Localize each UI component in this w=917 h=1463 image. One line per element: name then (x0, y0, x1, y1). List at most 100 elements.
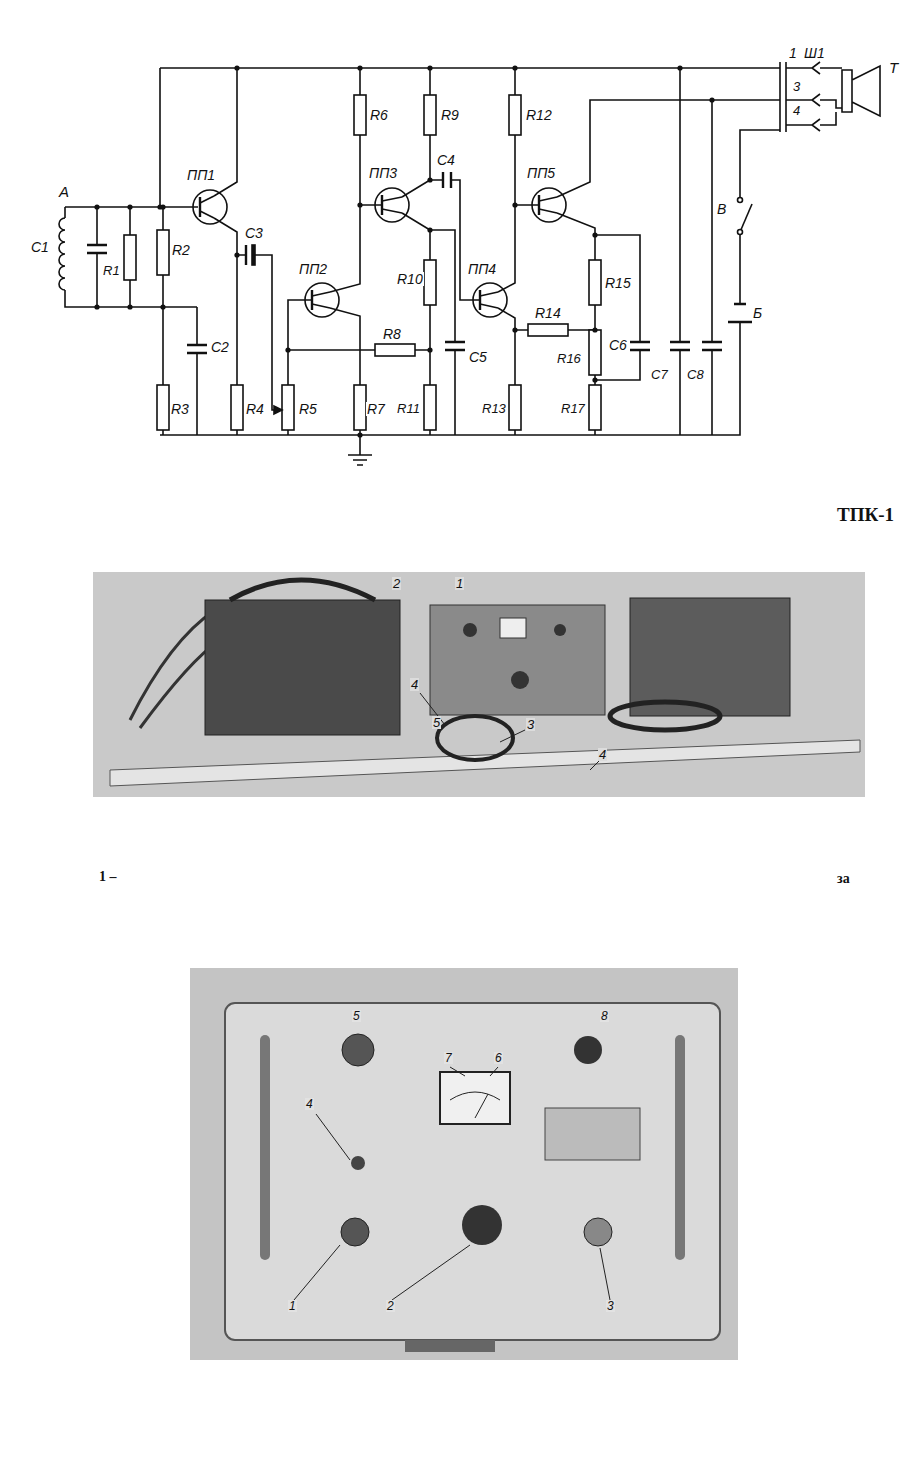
headphones (437, 716, 513, 760)
junction-dot (592, 377, 597, 382)
resistor-symbol (157, 385, 169, 430)
junction-dots (94, 65, 714, 437)
photo-ground (93, 572, 865, 797)
resistor-symbol (509, 95, 521, 135)
resistor-symbol (528, 324, 568, 336)
junction-dot (427, 347, 432, 352)
transistor-symbol (479, 290, 481, 310)
component-label: R4 (245, 402, 265, 416)
component-label: Б (752, 306, 763, 320)
component-label: 3 (792, 80, 801, 93)
switch-knob (584, 1218, 612, 1246)
resistor-symbol (354, 385, 366, 430)
component-label: C1 (30, 240, 50, 254)
switch-knob (341, 1218, 369, 1246)
component-label: R17 (560, 402, 586, 415)
wire (65, 68, 780, 455)
component-label: C2 (210, 340, 230, 354)
component-label: R2 (171, 243, 191, 257)
transistor-symbol (312, 292, 330, 308)
junction-dot (234, 252, 239, 257)
component-label: R12 (525, 108, 553, 122)
switch-contact (738, 198, 743, 203)
transistor-symbol (381, 195, 383, 215)
component-label: C8 (686, 368, 705, 381)
transistor-symbol (305, 283, 339, 317)
transistor-symbol (375, 188, 409, 222)
ground-symbol (348, 455, 372, 465)
callout-number: 1 (288, 1300, 297, 1312)
component-label: R13 (481, 402, 507, 415)
callout-number: 8 (600, 1010, 609, 1022)
callout-number: 3 (606, 1300, 615, 1312)
component-label: R6 (369, 108, 389, 122)
component-label: R8 (382, 327, 402, 341)
transistor-symbol (539, 197, 557, 213)
component-label: R16 (556, 352, 582, 365)
transistor-symbol (382, 197, 402, 213)
resistor-symbol (509, 385, 521, 430)
meter (440, 1072, 510, 1124)
junction-dot (127, 204, 132, 209)
carrying-case (205, 600, 400, 735)
schematic (59, 62, 880, 465)
switch-symbol (740, 204, 752, 232)
junction-dot (427, 177, 432, 182)
component-label: R11 (396, 402, 421, 415)
component-label: Т (888, 60, 899, 75)
resistor-symbol (354, 95, 366, 135)
component-label: А (58, 184, 70, 199)
junction-dot (677, 65, 682, 70)
probe-rod (110, 740, 860, 786)
component-label: R7 (366, 402, 386, 416)
battery-symbol (728, 304, 752, 322)
junction-dot (160, 204, 165, 209)
lamp (574, 1036, 602, 1064)
transistor-symbol (193, 190, 227, 224)
callout-number: 2 (392, 577, 401, 590)
component-label: R9 (440, 108, 460, 122)
component-label: ТПК-1 (836, 505, 895, 524)
component-label: В (716, 202, 727, 216)
resistor-symbol (424, 385, 436, 430)
callout-number: 4 (305, 1098, 314, 1110)
photo-ground (190, 968, 738, 1360)
component-label: ПП1 (186, 168, 216, 182)
junction-dot (512, 202, 517, 207)
component-label: ПП4 (467, 262, 497, 276)
callout-number: 5 (352, 1010, 361, 1022)
junction-dot (592, 327, 597, 332)
electrolytic-plate (252, 245, 255, 265)
transistor-symbol (200, 196, 214, 218)
component-label: ПП5 (526, 166, 556, 180)
component-label: R1 (102, 264, 121, 277)
junction-dot (512, 327, 517, 332)
transistor-symbol (532, 188, 566, 222)
connector-symbol (780, 62, 842, 132)
junction-dot (709, 97, 714, 102)
transistor-symbol (480, 292, 498, 308)
resistor-symbol (375, 344, 415, 356)
callout-number: 7 (444, 1052, 453, 1064)
resistor-symbol (424, 95, 436, 135)
switch-contact (738, 230, 743, 235)
callout-number: 2 (386, 1300, 395, 1312)
foot (405, 1340, 495, 1352)
photo-kit (93, 572, 865, 797)
component-label: 4 (792, 104, 801, 117)
callout-number: 6 (494, 1052, 503, 1064)
component-label: ПП3 (368, 166, 398, 180)
junction-dot (94, 304, 99, 309)
junction-dot (234, 65, 239, 70)
component-label: C5 (468, 350, 488, 364)
junction-dot (94, 204, 99, 209)
component-label: C3 (244, 226, 264, 240)
knob (463, 623, 477, 637)
resistor-symbol (424, 260, 436, 305)
socket (342, 1034, 374, 1066)
callout-number: 1 (455, 577, 464, 590)
callout-number: 4 (598, 748, 607, 761)
component-label: R14 (534, 306, 562, 320)
